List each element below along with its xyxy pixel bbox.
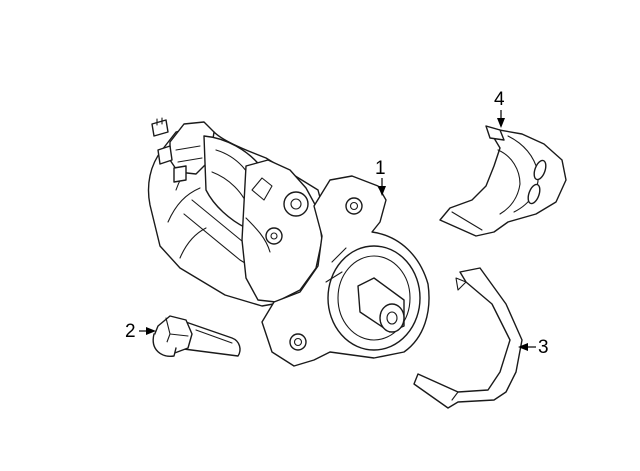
heat-shield [439,125,567,237]
callout-label-3: 3 [538,337,549,358]
terminal-stud [151,117,169,137]
starter-motor [147,117,430,367]
callout-1: 1 [375,158,386,196]
retaining-strap [413,267,523,409]
callout-label-1: 1 [375,158,386,179]
callout-label-2: 2 [125,321,136,342]
callout-3: 3 [518,337,549,358]
callout-label-4: 4 [494,89,505,110]
callout-2: 2 [125,321,156,342]
callout-4: 4 [494,89,505,128]
mounting-bolt [152,315,241,357]
